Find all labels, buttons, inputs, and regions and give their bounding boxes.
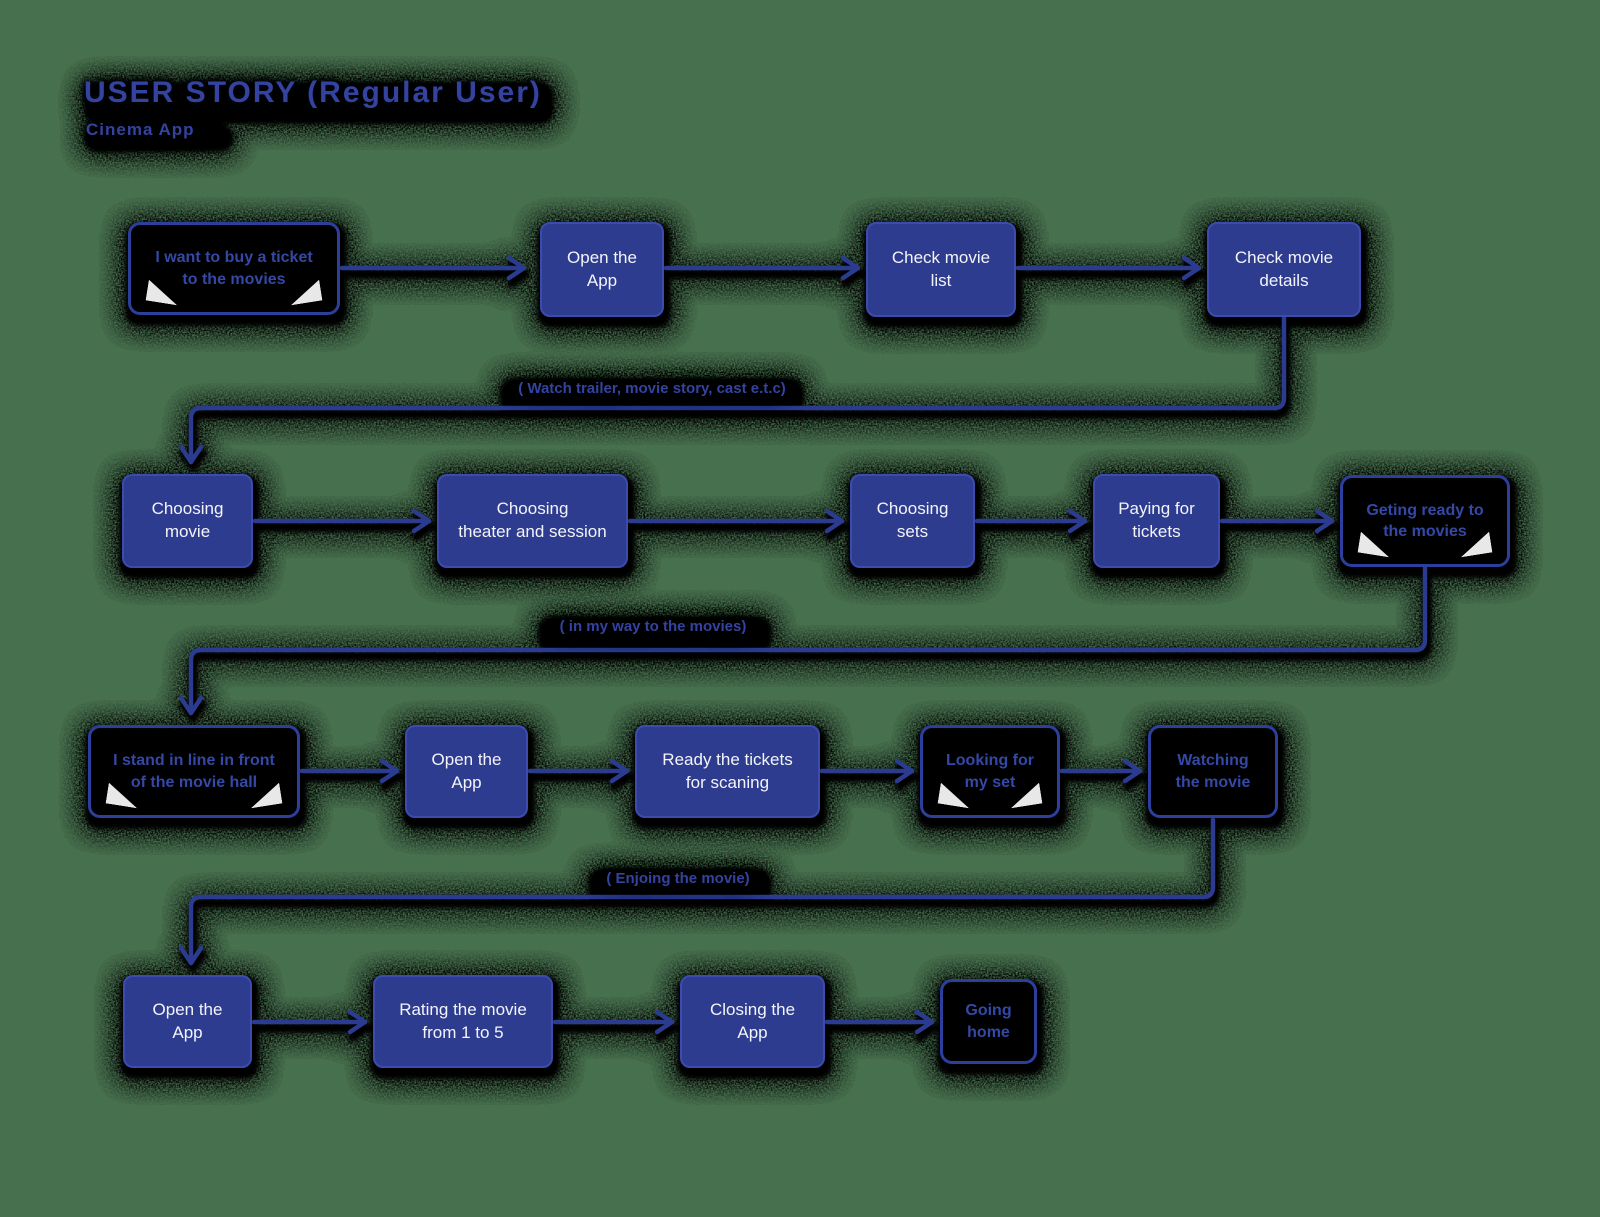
flow-box-check-movie-details: Check movie details: [1207, 222, 1361, 317]
flow-box-open-app-2: Open the App: [405, 725, 528, 818]
flow-label-on-my-way: ( in my way to the movies): [559, 618, 747, 635]
flow-box-closing-app: Closing the App: [680, 975, 825, 1068]
box-label: Watching the movie: [1175, 752, 1251, 791]
flow-box-choosing-movie: Choosing movie: [122, 474, 253, 568]
flow-box-choosing-sets: Choosing sets: [850, 474, 975, 568]
box-label: Looking for my set: [946, 752, 1034, 791]
box-label: Open the App: [431, 749, 502, 792]
box-label: Check movie details: [1234, 247, 1334, 290]
flow-box-check-movie-list: Check movie list: [866, 222, 1016, 317]
flow-box-ready-tickets: Ready the tickets for scaning: [635, 725, 820, 818]
diagram-subtitle: Cinema App: [86, 120, 195, 139]
box-label: Going home: [965, 1002, 1012, 1041]
flow-box-open-app-1: Open the App: [540, 222, 664, 317]
box-label: Choosing theater and session: [458, 499, 607, 541]
flow-label-watch-trailer: ( Watch trailer, movie story, cast e.t.c…: [518, 380, 786, 397]
flow-label-enjoying: ( Enjoing the movie): [606, 870, 750, 887]
box-label: Choosing movie: [151, 499, 224, 541]
box-label: Open the App: [152, 999, 223, 1042]
diagram-title: USER STORY (Regular User): [84, 76, 542, 109]
flow-box-stand-in-line: I stand in line in front of the movie ha…: [88, 725, 300, 818]
flow-box-open-app-3: Open the App: [123, 975, 252, 1068]
flow-box-going-home: Going home: [940, 979, 1037, 1064]
box-label: Ready the tickets for scaning: [662, 749, 793, 792]
box-label: Paying for tickets: [1118, 499, 1195, 541]
box-label: Rating the movie from 1 to 5: [399, 999, 527, 1042]
box-label: I stand in line in front of the movie ha…: [113, 752, 275, 791]
box-label: I want to buy a ticket to the movies: [155, 249, 313, 288]
flow-box-paying-for-tickets: Paying for tickets: [1093, 474, 1220, 568]
flow-box-watching-movie: Watching the movie: [1148, 725, 1278, 818]
box-label: Geting ready to the movies: [1366, 501, 1484, 540]
box-label: Closing the App: [709, 999, 796, 1042]
flow-box-choosing-theater: Choosing theater and session: [437, 474, 628, 568]
box-label: Choosing sets: [876, 499, 949, 541]
flow-box-rating-movie: Rating the movie from 1 to 5: [373, 975, 553, 1068]
box-label: Open the App: [567, 247, 637, 290]
box-label: Check movie list: [891, 247, 991, 290]
flow-box-story-start: I want to buy a ticket to the movies: [128, 222, 340, 315]
flow-box-getting-ready: Geting ready to the movies: [1340, 475, 1510, 567]
flow-box-looking-for-set: Looking for my set: [920, 725, 1060, 818]
